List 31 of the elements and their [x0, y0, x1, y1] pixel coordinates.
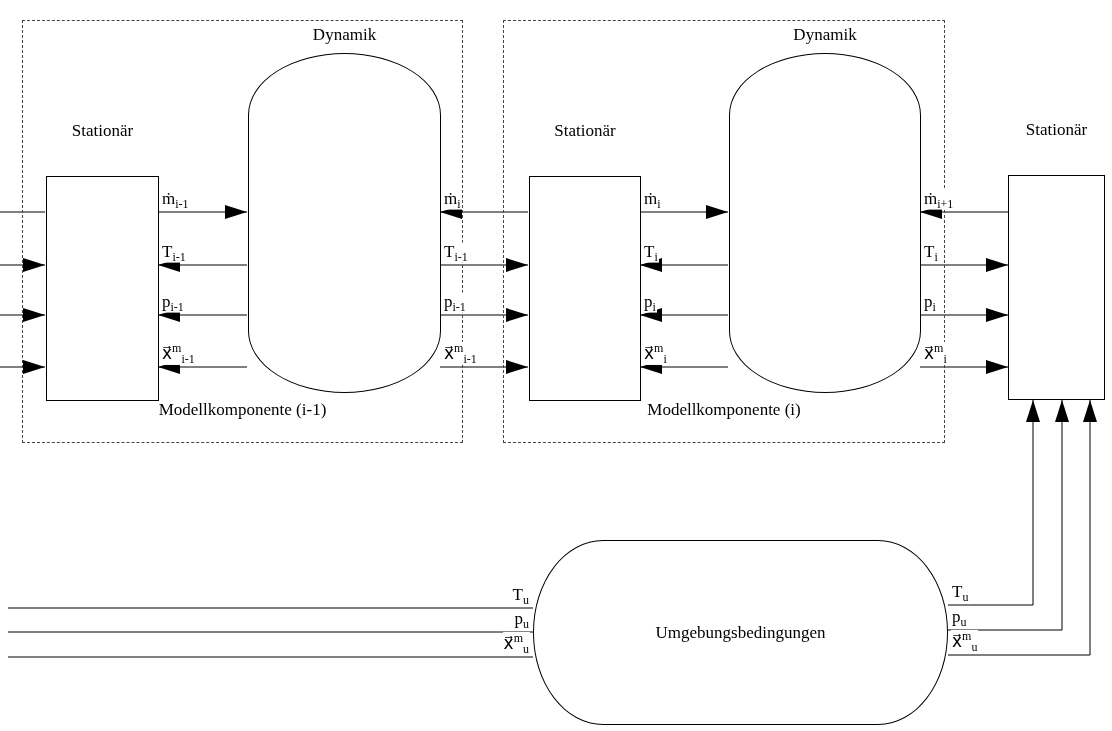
block-title: Dynamik [792, 25, 858, 45]
arrow [947, 399, 1097, 656]
connector-line [7, 631, 534, 633]
arrow [639, 258, 729, 272]
rounded-box: Umgebungsbedingungen [533, 540, 948, 725]
edge-label: ṁ$_{i+1}$ [923, 189, 955, 210]
arrow [0, 258, 46, 272]
connector-line [0, 211, 46, 213]
block-title: Stationär [70, 121, 135, 141]
arrow [919, 258, 1009, 272]
arrow [639, 205, 729, 219]
group-label: Modellkomponente (i) [646, 400, 802, 420]
arrow [947, 399, 1069, 631]
block-title: Stationär [553, 121, 617, 141]
connector-line [7, 607, 534, 609]
connector-line [7, 656, 534, 658]
group-label: Modellkomponente (i-1) [157, 400, 328, 420]
block-title: Dynamik [311, 25, 378, 45]
arrow [439, 258, 529, 272]
arrow [919, 360, 1009, 374]
arrow [439, 308, 529, 322]
arrow [0, 308, 46, 322]
arrow [439, 360, 529, 374]
arrow [947, 399, 1040, 606]
edge-label: T$_{i-1}$ [443, 242, 469, 263]
edge-label: p$_{i-1}$ [443, 292, 467, 313]
arrow [157, 205, 248, 219]
arrow [0, 360, 46, 374]
arrow [919, 308, 1009, 322]
block-title: Stationär [1024, 120, 1089, 140]
arrow [639, 308, 729, 322]
